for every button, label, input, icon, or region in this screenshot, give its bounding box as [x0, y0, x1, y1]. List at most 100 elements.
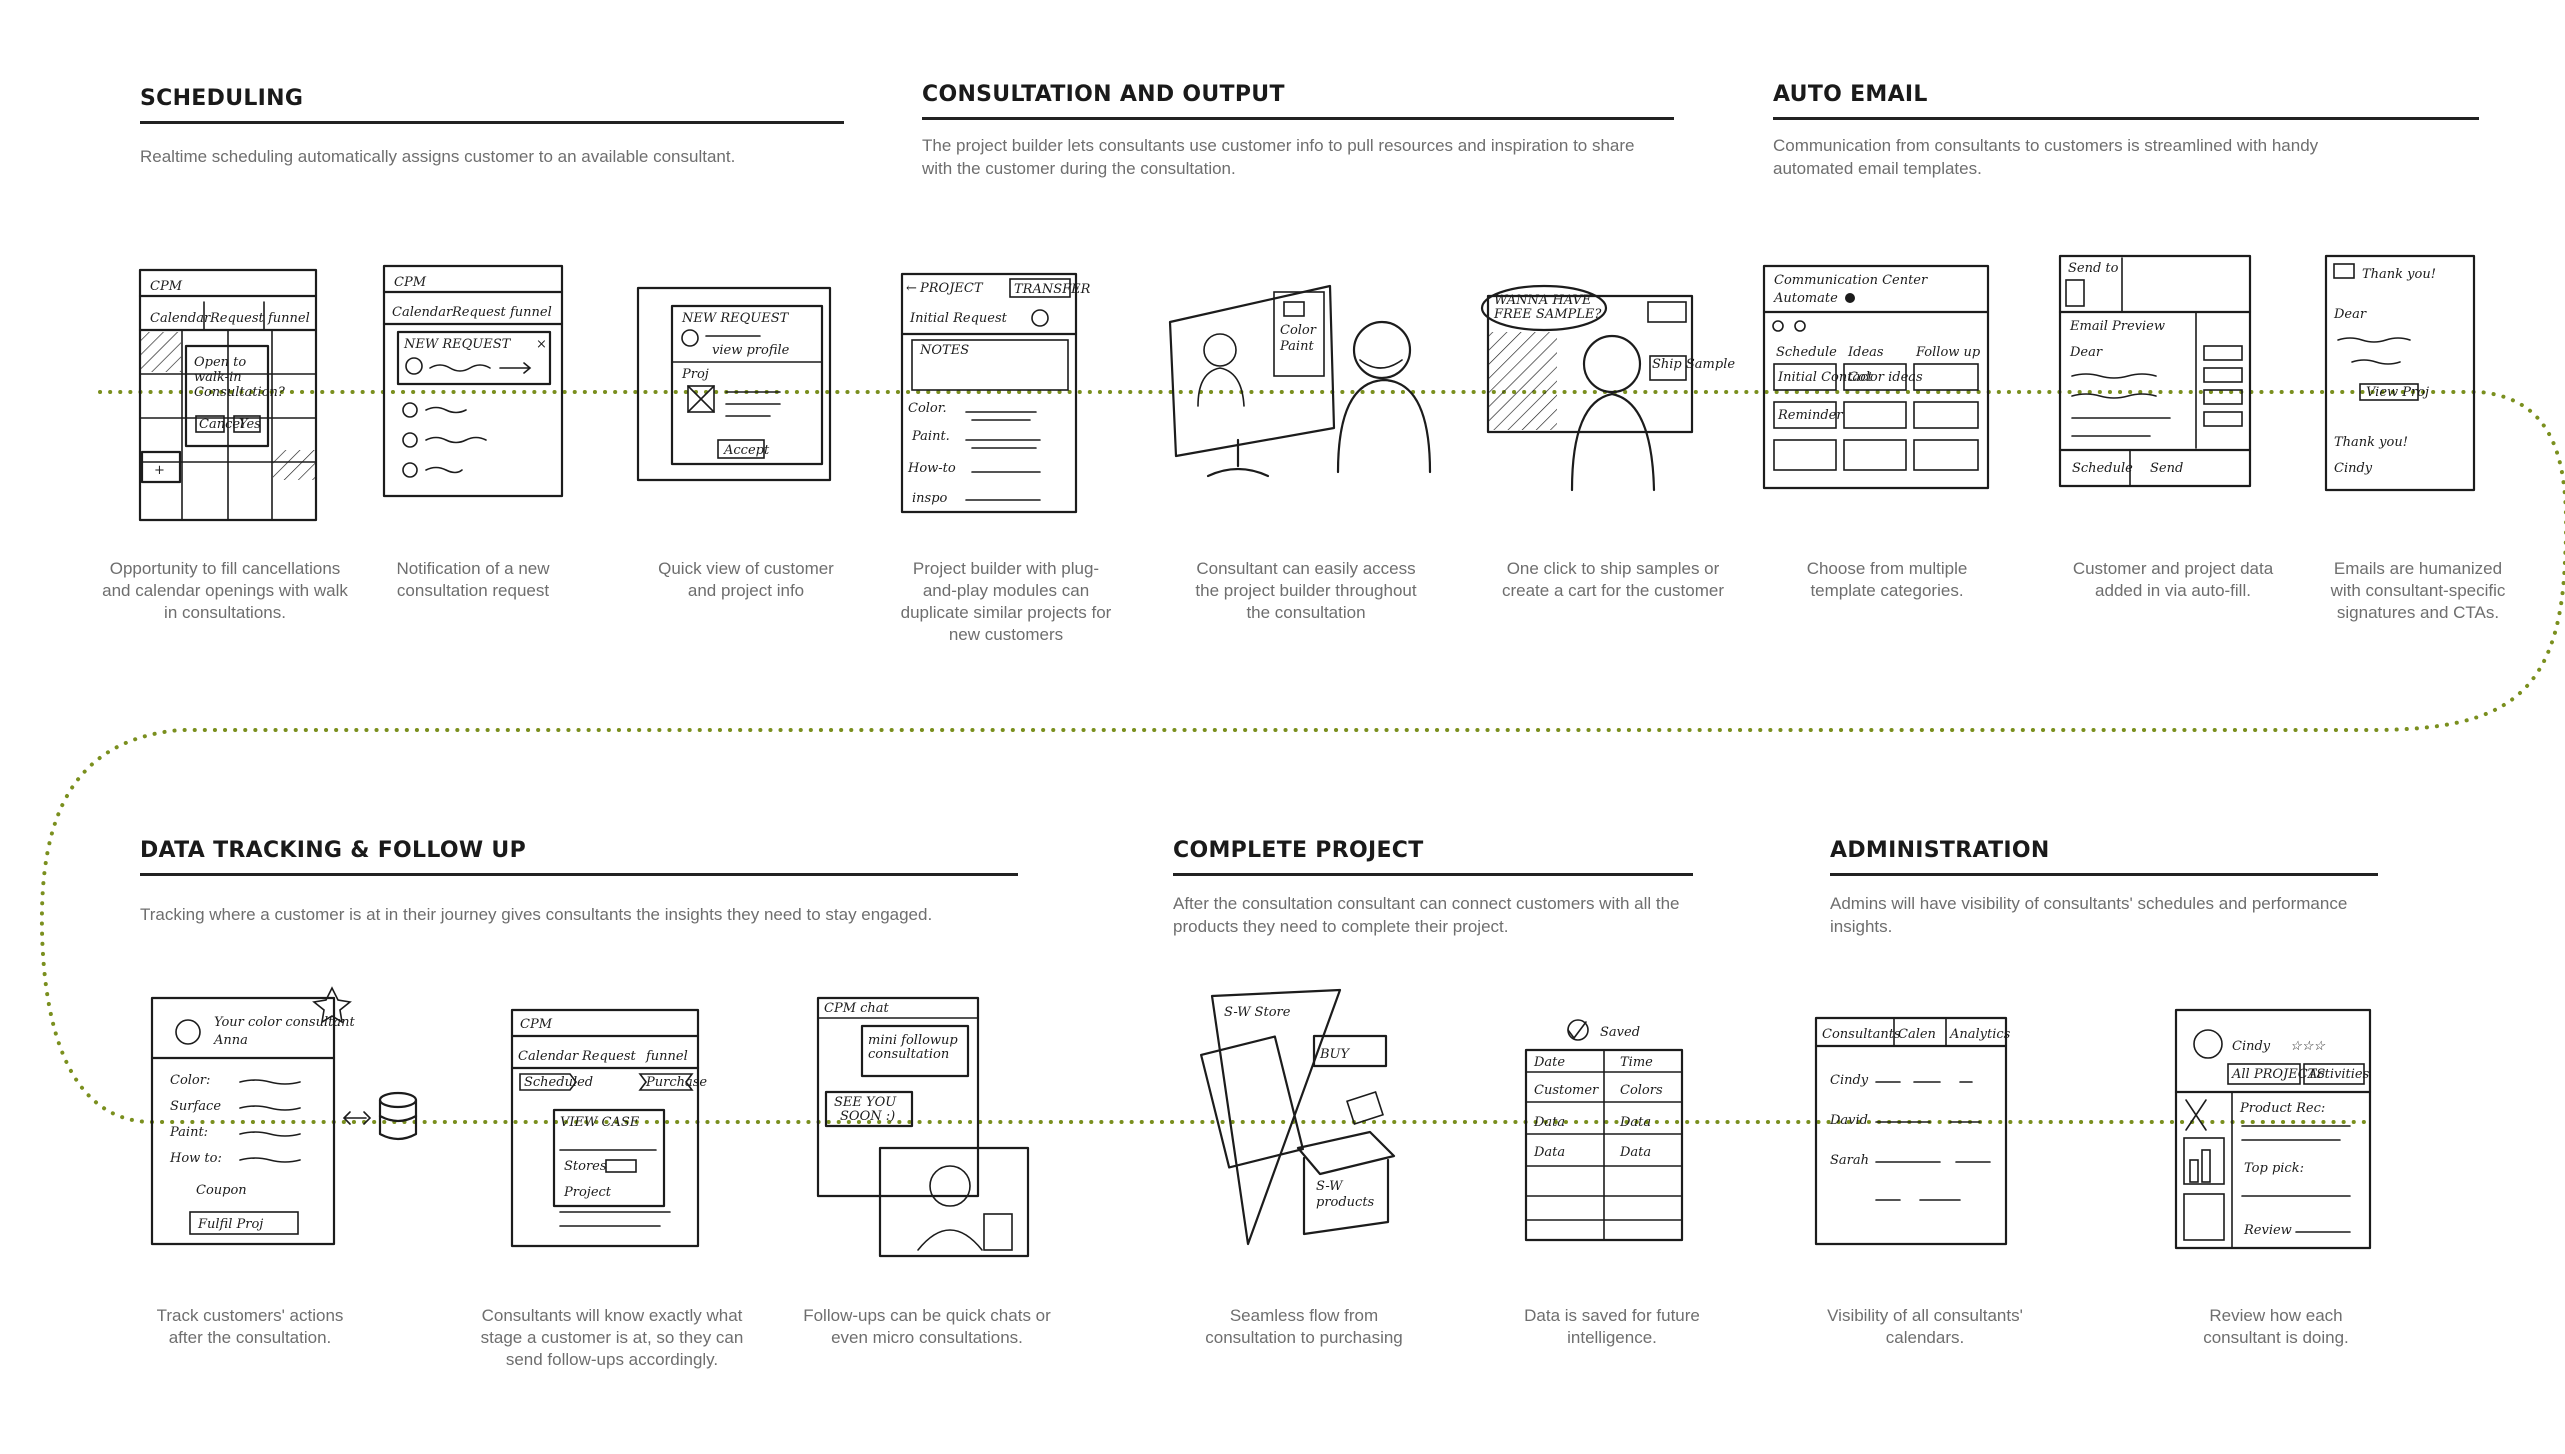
sketch-anna: Anna — [213, 1033, 248, 1048]
sketch-request-tab: Request — [209, 311, 265, 326]
sketch-surface: Surface — [170, 1099, 221, 1114]
sketch-data-row: Data — [1533, 1115, 1565, 1130]
svg-text:SEE YOU: SEE YOU — [834, 1095, 897, 1110]
sketch-saved-label: Saved — [1600, 1025, 1640, 1040]
svg-text:mini followup: mini followup — [868, 1033, 958, 1048]
caption-ship-samples: One click to ship samples or create a ca… — [1501, 559, 1725, 600]
sketch-transfer-btn: TRANSFER — [1014, 282, 1091, 297]
caption-visibility: Visibility of all consultants' calendars… — [1827, 1306, 2023, 1347]
svg-text:Dear: Dear — [2333, 307, 2367, 322]
sketch-admin-calendars: Consultants Calen Analytics Cindy David … — [1814, 1016, 2011, 1246]
section-desc-administration: Admins will have visibility of consultan… — [1830, 894, 2348, 936]
svg-text:Data: Data — [1533, 1145, 1565, 1160]
sketch-email-preview-label: Email Preview — [2069, 319, 2165, 334]
svg-text:Open to: Open to — [194, 355, 246, 370]
sketch-view-case: CPM Calendar Request funnel Scheduled Pu… — [510, 1008, 707, 1248]
sketch-your-consultant: Your color consultant — [214, 1015, 355, 1030]
caption-review: Review how each consultant is doing. — [2203, 1306, 2349, 1347]
section-title-complete-project: COMPLETE PROJECT — [1173, 838, 1693, 876]
sketch-yes-btn: Yes — [239, 417, 261, 432]
sketch-notes-label: NOTES — [919, 343, 969, 358]
sketch-time-col: Time — [1620, 1055, 1653, 1070]
section-title-auto-email: AUTO EMAIL — [1773, 82, 2479, 120]
svg-text:Project: Project — [563, 1185, 612, 1200]
svg-text:CPM: CPM — [520, 1017, 553, 1032]
sketch-analytics-tab: Analytics — [1949, 1027, 2011, 1042]
svg-text:×: × — [536, 337, 547, 352]
svg-text:products: products — [1316, 1195, 1375, 1210]
sketch-consultant-card: Your color consultant Anna Color: Surfac… — [150, 986, 418, 1246]
sketch-funnel-tab: funnel — [267, 311, 310, 326]
svg-text:Calendar: Calendar — [518, 1049, 579, 1064]
svg-text:Dear: Dear — [2069, 345, 2103, 360]
section-desc-auto-email: Communication from consultants to custom… — [1773, 136, 2319, 178]
sketch-sw-store-label: S-W Store — [1224, 1005, 1291, 1020]
svg-text:NEW REQUEST: NEW REQUEST — [403, 337, 512, 352]
svg-text:funnel: funnel — [645, 1049, 688, 1064]
svg-text:Color:: Color: — [170, 1073, 210, 1088]
svg-text:Calendar: Calendar — [392, 305, 453, 320]
sketch-new-request-label: NEW REQUEST — [681, 311, 790, 326]
sketch-view-profile: view profile — [712, 343, 790, 358]
sketch-quick-view: NEW REQUEST view profile Proj Accept — [636, 286, 832, 482]
sketch-activities-tab: Activities — [2307, 1067, 2370, 1082]
svg-text:S-W: S-W — [1316, 1179, 1344, 1194]
sketch-saved-table: Saved Date Time Customer Colors Data Dat… — [1524, 1019, 1684, 1242]
sketch-all-projects-tab: All PROJECTS — [2231, 1067, 2325, 1082]
svg-text:Data: Data — [1619, 1145, 1651, 1160]
svg-text:Reminder: Reminder — [1777, 408, 1843, 423]
sketch-project-builder: ← PROJECT TRANSFER Initial Request NOTES… — [900, 272, 1091, 514]
sketch-calendar: CPM Calendar Request funnel Open to walk… — [138, 268, 318, 522]
svg-text:Thank you!: Thank you! — [2334, 435, 2408, 450]
sketch-ship-sample: Ship Sample — [1652, 357, 1735, 372]
svg-text:FREE SAMPLE?: FREE SAMPLE? — [1493, 307, 1602, 322]
svg-text:Data: Data — [1619, 1115, 1651, 1130]
caption-data-saved: Data is saved for future intelligence. — [1524, 1306, 1700, 1347]
section-desc-complete-project: After the consultation consultant can co… — [1173, 894, 1680, 936]
sketch-thank-you-title: Thank you! — [2362, 267, 2436, 282]
sketch-followup-col: Follow up — [1915, 345, 1981, 360]
sketch-schedule-col: Schedule — [1776, 345, 1837, 360]
svg-text:walk-in: walk-in — [194, 370, 242, 385]
sketch-new-request: CPM Calendar Request funnel NEW REQUEST … — [382, 264, 564, 498]
sketch-calendar-tab: Calendar — [150, 311, 211, 326]
sketch-buy-label: BUY — [1319, 1047, 1351, 1062]
caption-fill-cancellations: Opportunity to fill cancellations and ca… — [102, 559, 348, 622]
caption-follow-ups: Follow-ups can be quick chats or even mi… — [803, 1306, 1051, 1347]
caption-seamless-flow: Seamless flow from consultation to purch… — [1205, 1306, 1403, 1347]
sketch-view-proj-btn: View Proj — [2366, 385, 2429, 400]
sketch-proj-label: Proj — [681, 367, 709, 382]
sketch-consultants-tab: Consultants — [1822, 1027, 1901, 1042]
sketch-david: David — [1829, 1113, 1868, 1128]
svg-text:Initial Contact: Initial Contact — [1777, 370, 1873, 385]
sketch-scheduled-stage: Scheduled — [524, 1075, 593, 1090]
svg-text:Request: Request — [451, 305, 507, 320]
svg-text:Request: Request — [581, 1049, 637, 1064]
sketch-top-pick: Top pick: — [2244, 1161, 2304, 1176]
sketch-stores-label: Stores — [564, 1159, 607, 1174]
svg-text:Paint: Paint — [1279, 339, 1314, 354]
svg-text:+: + — [154, 463, 165, 478]
caption-consultant-access: Consultant can easily access the project… — [1195, 559, 1417, 622]
section-desc-scheduling: Realtime scheduling automatically assign… — [140, 147, 736, 166]
svg-text:Consultation?: Consultation? — [194, 385, 286, 400]
svg-text:WANNA HAVE: WANNA HAVE — [1494, 293, 1592, 308]
svg-text:Color: Color — [1280, 323, 1317, 338]
sketch-cpm-chat: CPM chat — [824, 1001, 890, 1016]
caption-humanized: Emails are humanized with consultant-spe… — [2330, 559, 2506, 622]
sketch-date-col: Date — [1533, 1055, 1565, 1070]
sketch-comm-center-title: Communication Center — [1774, 273, 1928, 288]
svg-text:Paint.: Paint. — [911, 429, 950, 444]
caption-track-actions: Track customers' actions after the consu… — [156, 1306, 344, 1347]
svg-text:How-to: How-to — [907, 461, 956, 476]
section-title-administration: ADMINISTRATION — [1830, 838, 2378, 876]
caption-auto-fill: Customer and project data added in via a… — [2072, 559, 2274, 600]
section-title-scheduling: SCHEDULING — [140, 86, 844, 124]
sketch-colors-col: Colors — [1620, 1083, 1663, 1098]
sketch-view-case-label: VIEW CASE — [560, 1115, 640, 1130]
sketch-review-label: Review — [2243, 1223, 2292, 1238]
svg-text:CPM: CPM — [394, 275, 427, 290]
sketch-ideas-col: Ideas — [1847, 345, 1884, 360]
sketch-cpm-label: CPM — [150, 279, 183, 294]
svg-text:consultation: consultation — [868, 1047, 949, 1062]
